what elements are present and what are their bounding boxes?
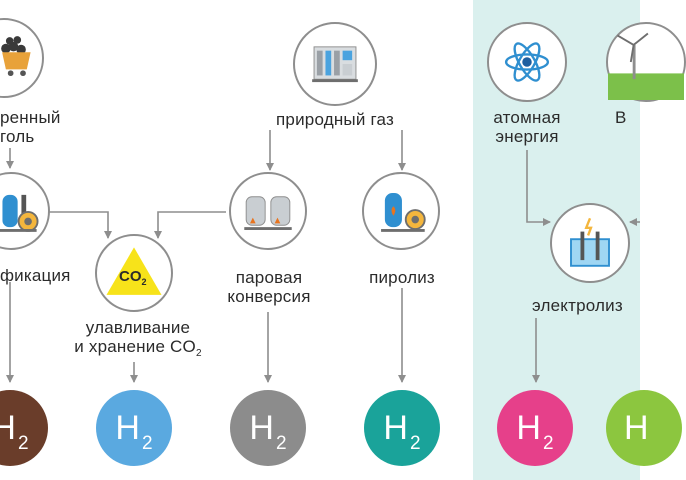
coal-cart-icon (1, 36, 31, 77)
h2-brown-index: 2 (17, 433, 29, 454)
h2-green-circle: H (606, 390, 682, 466)
nuclear-source-circle (487, 22, 567, 102)
electrolysis-process-circle (550, 203, 630, 283)
steam-process-circle (229, 172, 307, 250)
arrow-gasification-to-ccs (48, 211, 112, 239)
gasifier-icon (0, 194, 39, 232)
h2-blue-index: 2 (141, 433, 153, 454)
steam-label-line1: паровая (235, 268, 303, 287)
steam-label: паровая конверсия (210, 268, 328, 306)
steam-reformer-icon (244, 196, 292, 230)
gasification-label: фикация (0, 266, 71, 285)
h2-teal-index: 2 (409, 433, 421, 454)
arrow-nuclear-to-electrolysis (526, 150, 551, 226)
h2-teal-symbol: H (383, 409, 408, 447)
wind-label: В (615, 108, 627, 127)
h2-pink-index: 2 (542, 433, 554, 454)
pyrolysis-label: пиролиз (369, 268, 435, 287)
atom-icon (504, 42, 550, 82)
ccs-label: улавливание и хранение CO2 (58, 318, 218, 359)
gas-label: природный газ (276, 110, 394, 129)
gasification-process-circle (0, 172, 50, 250)
h2-gray-index: 2 (275, 433, 287, 454)
co2-warning-icon (106, 247, 162, 295)
h2-pink-symbol: H (516, 409, 541, 447)
h2-green-symbol: H (624, 409, 649, 447)
h2-gray-symbol: H (249, 409, 274, 447)
coal-label-line1: ренный (0, 108, 61, 127)
gas-plant-icon (312, 46, 358, 83)
pyrolysis-tank-icon (381, 192, 426, 232)
coal-label-line2: голь (0, 127, 35, 146)
h2-brown-symbol: H (0, 409, 16, 447)
ccs-label-line2-sub: 2 (195, 348, 202, 359)
electrolysis-label: электролиз (532, 296, 623, 315)
ccs-badge: CO2 (119, 268, 147, 287)
pyrolysis-process-circle (362, 172, 440, 250)
nuclear-label-line1: атомная (493, 108, 561, 127)
ccs-label-line2-main: и хранение CO (74, 337, 196, 356)
coal-label: ренный голь (0, 108, 61, 146)
wind-turbine-icon (608, 32, 684, 100)
ccs-label-line2: и хранение CO2 (58, 337, 218, 359)
arrow-steam-to-ccs (154, 211, 226, 239)
connector-lines (6, 130, 640, 383)
ccs-badge-main: CO (119, 268, 142, 285)
ccs-process-circle: CO2 (95, 234, 173, 312)
electrolysis-icon (570, 217, 610, 267)
gas-source-circle (293, 22, 377, 106)
h2-blue-symbol: H (115, 409, 140, 447)
ccs-badge-sub: 2 (141, 277, 147, 287)
steam-label-line2: конверсия (227, 287, 311, 306)
nuclear-label: атомная энергия (478, 108, 576, 146)
wind-source-circle (606, 22, 686, 102)
nuclear-label-line2: энергия (495, 127, 559, 146)
ccs-label-line1: улавливание (85, 318, 191, 337)
coal-source-circle (0, 18, 44, 98)
